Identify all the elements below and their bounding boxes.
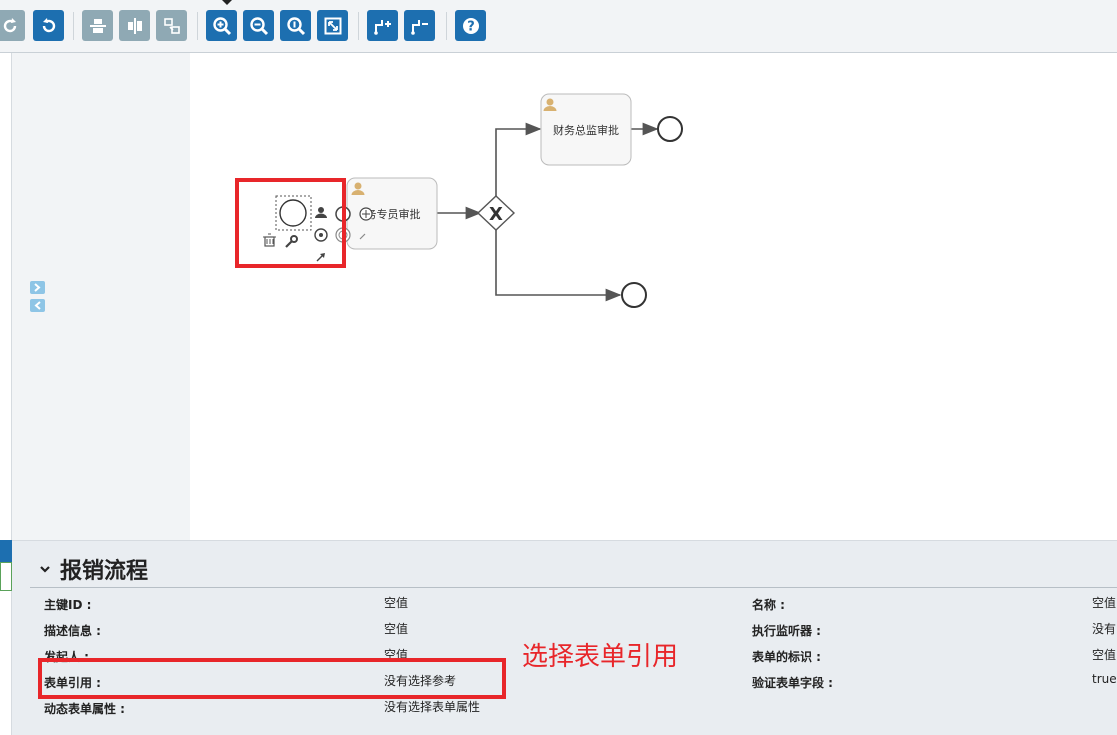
append-intermediate-event-icon[interactable] [359,207,373,221]
property-label-execution-listeners: 执行监听器 : [752,624,821,638]
user-task-finance-clerk[interactable]: 务专员审批 [346,177,438,250]
highlight-box-start-event [235,178,346,268]
diagram-canvas[interactable]: 财务总监审批 务专员审批 X [190,53,1117,540]
redo-button[interactable] [0,10,25,41]
delete-icon[interactable] [263,233,276,247]
collapse-palette-button[interactable] [30,299,45,312]
align-vertical-icon [127,17,142,34]
highlight-box-form-reference [38,658,506,699]
add-bendpoint-icon [373,19,391,35]
undo-icon [42,17,55,32]
zoom-actual-icon [286,16,305,35]
end-event[interactable] [657,116,683,142]
property-value-execution-listeners[interactable]: 没有 [1092,622,1117,636]
property-label-form-reference: 表单引用 : [44,676,101,690]
side-tab-box [0,562,12,591]
property-label-id: 主键ID : [44,598,92,612]
sequence-flow[interactable] [495,230,622,302]
align-vertical-button[interactable] [119,10,150,41]
remove-bendpoint-icon [410,19,428,35]
property-label-validate-fields: 验证表单字段 : [752,676,833,690]
toolbar-separator [358,12,359,40]
task-label: 务专员审批 [366,207,421,221]
user-icon [543,98,557,111]
task-label: 财务总监审批 [553,123,619,137]
same-size-button[interactable] [156,10,187,41]
same-size-icon [163,17,180,34]
property-value-validate-fields[interactable]: true [1092,672,1117,686]
align-horizontal-button[interactable] [82,10,113,41]
svg-text:?: ? [467,19,475,34]
property-value-description[interactable]: 空值 [384,622,409,636]
side-tab-indicator [0,540,12,562]
align-horizontal-icon [89,18,106,33]
property-value-name[interactable]: 空值 [1092,596,1117,610]
property-label-dynamic-form: 动态表单属性 : [44,702,125,716]
zoom-fit-button[interactable] [317,10,348,41]
wrench-icon[interactable] [285,235,298,248]
start-event-selection[interactable] [275,195,312,231]
append-user-task-icon[interactable] [315,207,327,218]
expand-palette-button[interactable] [30,281,45,294]
chevron-left-icon [34,301,41,310]
connect-icon[interactable] [359,233,366,240]
process-title: 报销流程 [60,559,149,584]
shape-palette [12,53,190,540]
property-label-name: 名称 : [752,598,785,612]
property-value-form-key[interactable]: 空值 [1092,648,1117,662]
property-label-description: 描述信息 : [44,624,101,638]
exclusive-gateway[interactable]: X [476,195,516,231]
toolbar: ? [0,0,1117,53]
zoom-fit-icon [324,17,341,34]
toolbar-separator [73,12,74,40]
property-value-id[interactable]: 空值 [384,596,409,610]
property-value-form-reference[interactable]: 没有选择参考 [384,674,457,688]
zoom-in-button[interactable] [206,10,237,41]
undo-button[interactable] [33,10,64,41]
chevron-right-icon [34,283,41,292]
chevron-down-icon [40,566,50,573]
start-event[interactable] [279,199,307,227]
properties-panel: 报销流程 主键ID : 空值 描述信息 : 空值 发起人 : 空值 表单引用 :… [12,540,1117,735]
header-divider [30,587,1117,588]
property-value-dynamic-form[interactable]: 没有选择表单属性 [384,700,481,714]
connect-icon[interactable] [316,253,325,262]
zoom-in-icon [212,16,231,35]
zoom-out-icon [249,16,268,35]
annotation-text: 选择表单引用 [522,642,679,672]
zoom-actual-button[interactable] [280,10,311,41]
end-event[interactable] [621,282,647,308]
sequence-flow[interactable] [495,122,542,197]
append-end-event-icon[interactable] [314,228,328,242]
gateway-symbol: X [489,204,503,225]
user-task-finance-director[interactable]: 财务总监审批 [540,93,632,166]
add-bendpoint-button[interactable] [367,10,398,41]
toolbar-separator [446,12,447,40]
property-label-form-key: 表单的标识 : [752,650,821,664]
tooltip-pointer-icon [222,0,232,5]
help-button[interactable]: ? [455,10,486,41]
properties-header[interactable]: 报销流程 [38,553,148,585]
user-icon [351,182,365,195]
help-icon: ? [462,17,479,34]
context-pad [263,206,373,262]
redo-icon [3,17,16,32]
zoom-out-button[interactable] [243,10,274,41]
toolbar-separator [197,12,198,40]
remove-bendpoint-button[interactable] [404,10,435,41]
